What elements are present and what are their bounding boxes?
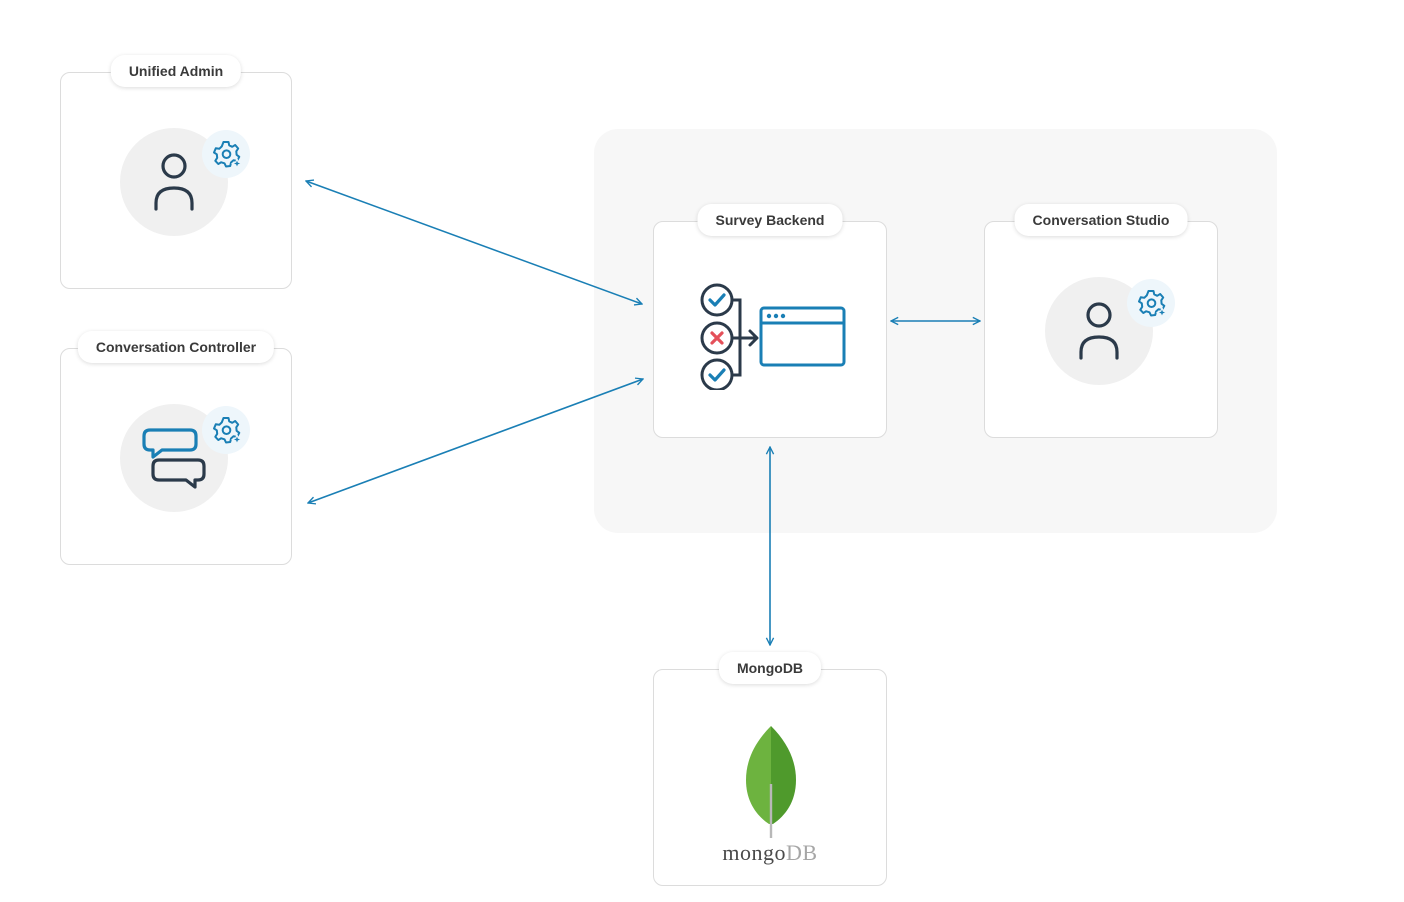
mongodb-node[interactable]: MongoDB mongoDB: [653, 652, 887, 886]
settings-badge: [202, 406, 250, 454]
settings-badge: [202, 130, 250, 178]
mongodb-leaf-icon: [746, 726, 796, 838]
node-label: Conversation Controller: [77, 331, 275, 363]
user-icon: [154, 153, 194, 211]
gear-sparkle-icon: [1138, 290, 1169, 319]
node-label: MongoDB: [718, 652, 822, 684]
settings-badge: [1127, 279, 1175, 327]
conversation-studio-node[interactable]: Conversation Studio: [984, 204, 1218, 438]
logo-text-mongo: mongo: [722, 840, 787, 865]
survey-backend-node[interactable]: Survey Backend: [653, 204, 887, 438]
unified-admin-node[interactable]: Unified Admin: [60, 55, 292, 289]
conversation-controller-node[interactable]: Conversation Controller: [60, 331, 292, 565]
node-label: Conversation Studio: [1014, 204, 1188, 236]
logo-text-db: DB: [786, 840, 818, 865]
node-label: Unified Admin: [110, 55, 242, 87]
node-label: Survey Backend: [697, 204, 843, 236]
mongodb-logo-text: mongoDB: [654, 840, 886, 866]
connector-controller-survey: [308, 379, 643, 503]
connector-admin-survey: [306, 181, 642, 304]
gear-sparkle-icon: [213, 141, 244, 170]
survey-checklist-icon: [700, 283, 846, 390]
user-icon: [1079, 302, 1119, 360]
chat-bubbles-icon: [142, 428, 206, 489]
gear-sparkle-icon: [213, 417, 244, 446]
